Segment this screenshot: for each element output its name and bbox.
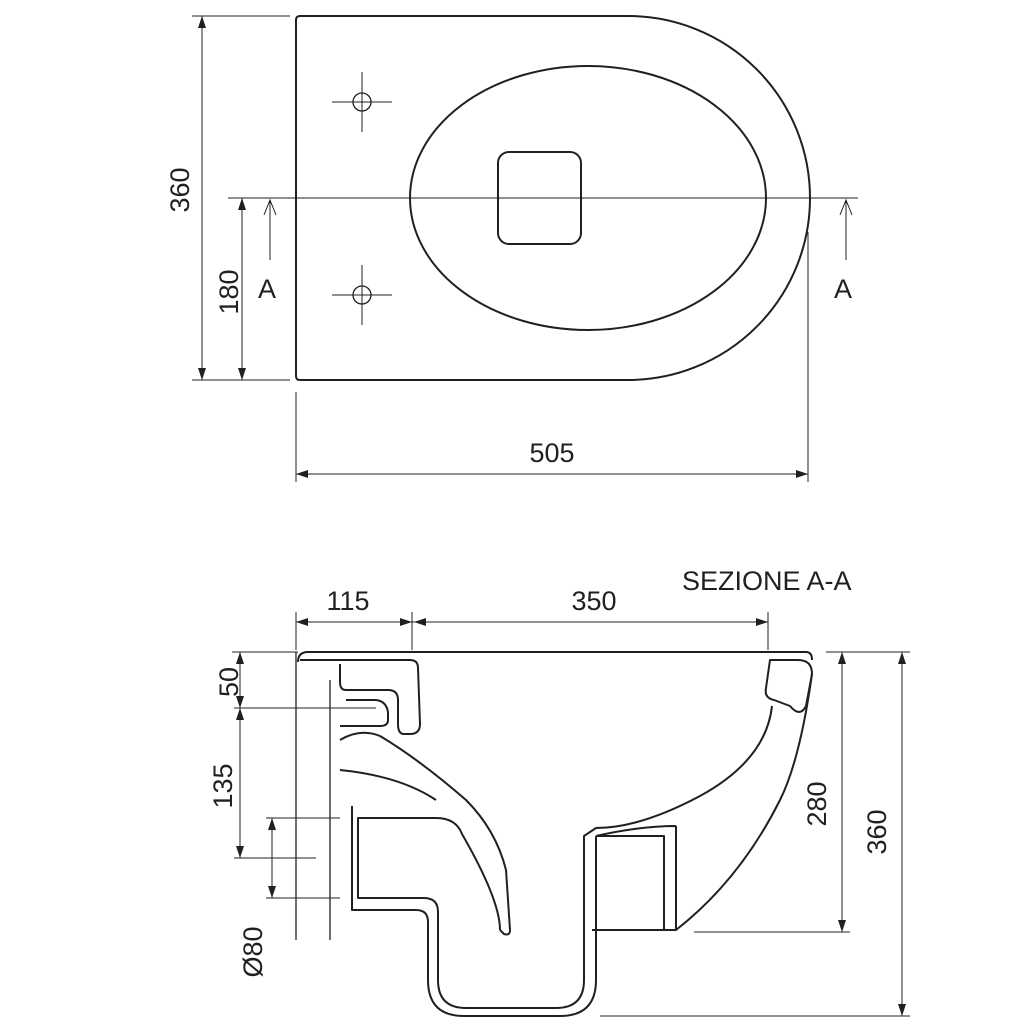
dim-width-label: 360 [165,167,195,212]
dim-depth-label: 505 [529,438,574,468]
siphon-lower [339,769,437,801]
dim-line-width [192,15,290,381]
section-mark-left: A [258,274,276,304]
rim-right-profile [764,659,813,713]
section-arrow-right [839,198,853,260]
section-view: SEZIONE A-A [208,566,910,1017]
section-mark-right: A [834,274,852,304]
bowl-outline-plan [295,15,811,381]
dim-line-wall-to-rim [295,612,413,650]
dim-total-height-label: 360 [862,809,892,854]
dim-floor-to-bowl-label: 280 [802,781,832,826]
dim-rim-length-label: 350 [571,586,616,616]
plan-view: A A 360 180 505 [165,15,858,482]
bowl-inner-curve [357,705,773,1009]
fixing-hole-bottom [332,265,392,325]
dim-line-total-height [848,651,910,1016]
dim-outlet-diameter-label: Ø80 [238,926,268,977]
dim-line-depth [295,232,809,482]
dim-wall-to-rim-label: 115 [326,586,369,616]
dim-line-half-width [238,198,246,380]
rim-left-profile [300,659,421,735]
dim-line-top-to-fixing [236,652,244,708]
section-title: SEZIONE A-A [682,566,852,596]
dim-fixing-to-outlet-label: 135 [208,763,238,808]
rim-channel-left [340,699,389,727]
bowl-base [351,806,597,1017]
bowl-outer-curve [592,673,813,931]
dim-line-outlet-diameter [268,818,276,898]
dim-line-fixing-to-outlet [236,708,244,858]
fixing-hole-top [332,72,392,132]
back-wall-profile [295,651,813,940]
dim-line-rim-length [412,612,769,650]
section-arrow-left [263,198,277,260]
dim-half-width-label: 180 [214,269,244,314]
dim-line-floor-to-bowl [826,651,848,932]
trapway-profile [339,731,511,936]
dim-top-to-fixing-label: 50 [214,667,244,697]
inner-rib [595,825,677,930]
